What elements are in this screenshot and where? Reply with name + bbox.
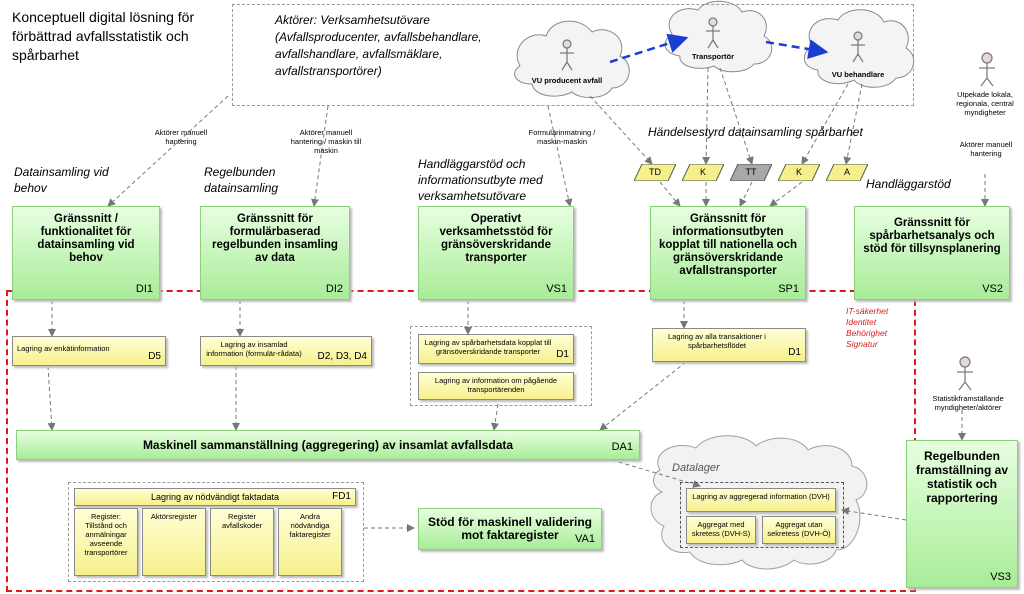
label-handlaggarstod: Handläggarstöd bbox=[866, 177, 951, 191]
box-di1: Gränssnitt / funktionalitet för datainsa… bbox=[12, 206, 160, 300]
label-datainsamling: Datainsamling vid behov bbox=[14, 165, 109, 195]
producer-label: VU producent avfall bbox=[531, 76, 603, 85]
register-avfallskoder: Register avfallskoder bbox=[210, 508, 274, 576]
actors-description: Aktörer: Verksamhetsutövare (Avfallsprod… bbox=[275, 13, 482, 78]
actor-figure-authority bbox=[979, 52, 995, 87]
box-da1: Maskinell sammanställning (aggregering) … bbox=[16, 430, 640, 460]
security-notes: IT-säkerhet Identitet Behörighet Signatu… bbox=[846, 306, 889, 349]
actor-figure-stat bbox=[957, 356, 973, 391]
store-fd1: Lagring av nödvändigt faktadata FD1 bbox=[74, 488, 356, 506]
label-handelsestyrd: Händelsestyrd datainsamling spårbarhet bbox=[648, 125, 863, 139]
box-vs2: Gränssnitt för spårbarhetsanalys och stö… bbox=[854, 206, 1010, 300]
di2-manual-annotation: Aktörer manuell hantering / maskin till … bbox=[290, 128, 362, 155]
label-regelbunden: Regelbunden datainsamling bbox=[204, 165, 279, 195]
box-di2: Gränssnitt för formulärbaserad regelbund… bbox=[200, 206, 350, 300]
actor-figure-processor bbox=[851, 31, 865, 63]
tag-k-2: K bbox=[778, 164, 820, 181]
register-andra: Andra nödvändiga faktaregister bbox=[278, 508, 342, 576]
vs1-storage-group bbox=[410, 326, 592, 406]
register-aktor: Aktörsregister bbox=[142, 508, 206, 576]
box-va1: Stöd för maskinell validering mot faktar… bbox=[418, 508, 602, 550]
tag-td: TD bbox=[634, 164, 676, 181]
fd1-group bbox=[68, 482, 364, 582]
tag-k-1: K bbox=[682, 164, 724, 181]
stat-actor-label: Statistikframställande myndigheter/aktör… bbox=[932, 394, 1004, 412]
tag-a: A bbox=[826, 164, 868, 181]
tag-tt: TT bbox=[730, 164, 772, 181]
authority-label: Utpekade lokala, regionala, central mynd… bbox=[956, 90, 1014, 117]
store-vs-d1: Lagring av spårbarhetsdata kopplat till … bbox=[418, 334, 574, 364]
cloud-producer bbox=[514, 20, 630, 98]
store-sp-d1: Lagring av alla transaktioner i spårbarh… bbox=[652, 328, 806, 362]
store-d5: Lagring av enkätinformation D5 bbox=[12, 336, 166, 366]
actor-figure-producer bbox=[560, 39, 574, 71]
box-sp1: Gränssnitt för informationsutbyten koppl… bbox=[650, 206, 806, 300]
datalager-label: Datalager bbox=[672, 462, 720, 474]
store-dvh-s: Aggregat med skretess (DVH-S) bbox=[686, 516, 756, 544]
processor-label: VU behandlare bbox=[831, 70, 885, 79]
diagram-title: Konceptuell digital lösning för förbättr… bbox=[12, 9, 195, 63]
authority-manual-label: Aktörer manuell hantering bbox=[959, 140, 1013, 158]
di1-manual-annotation: Aktörer manuell hantering bbox=[154, 128, 208, 146]
box-vs3: Regelbunden framställning av statistik o… bbox=[906, 440, 1018, 588]
transporter-label: Transportör bbox=[691, 52, 735, 61]
label-handlaggarstod-vs: Handläggarstöd och informationsutbyte me… bbox=[418, 157, 543, 203]
box-vs1: Operativt verksamhetsstöd för gränsövers… bbox=[418, 206, 574, 300]
actors-box bbox=[232, 4, 914, 106]
actor-figure-transporter bbox=[706, 17, 720, 49]
store-vs-pagaende: Lagring av information om pågående trans… bbox=[418, 372, 574, 400]
cloud-transporter bbox=[664, 0, 773, 73]
register-tillstand: Register: Tillstånd och anmälningar avse… bbox=[74, 508, 138, 576]
store-d2: Lagring av insamlad information (formulä… bbox=[200, 336, 372, 366]
vs1-input-annotation: Formulärinmatning / maskin-maskin bbox=[528, 128, 596, 146]
store-dvh-o: Aggregat utan sekretess (DVH-Ö) bbox=[762, 516, 836, 544]
store-dvh: Lagring av aggregerad information (DVH) bbox=[686, 488, 836, 512]
